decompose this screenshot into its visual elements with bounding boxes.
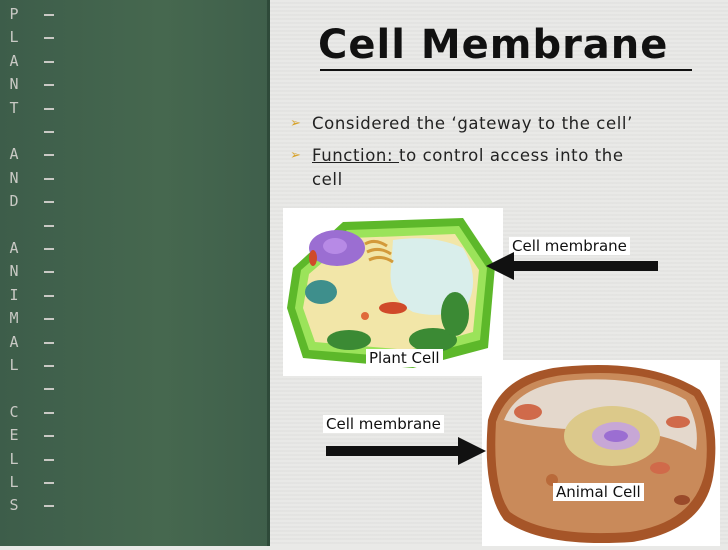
function-label: Function:: [312, 146, 399, 165]
sidebar-dash: [44, 108, 54, 110]
sidebar-letter: A: [6, 240, 22, 256]
sidebar-dash: [44, 505, 54, 507]
sidebar-dash: [44, 178, 54, 180]
sidebar-letter: S: [6, 497, 22, 513]
sidebar-dash: [44, 61, 54, 63]
arrow-right-icon: ➢: [290, 144, 302, 168]
sidebar-letter: A: [6, 146, 22, 162]
animal-membrane-label: Cell membrane: [323, 415, 444, 433]
bullet-2-text-cont: cell: [312, 168, 343, 192]
sidebar-dash: [44, 271, 54, 273]
sidebar-dash: [44, 342, 54, 344]
sidebar-dash: [44, 131, 54, 133]
sidebar-letter: E: [6, 427, 22, 443]
animal-cell-image: [482, 360, 720, 546]
sidebar-letter: A: [6, 334, 22, 350]
sidebar-dash: [44, 459, 54, 461]
sidebar-dash: [44, 318, 54, 320]
sidebar-dash: [44, 388, 54, 390]
sidebar-letter: L: [6, 357, 22, 373]
slide-title: Cell Membrane: [318, 22, 698, 68]
sidebar-dash: [44, 248, 54, 250]
sidebar-dash: [44, 435, 54, 437]
arrow-right-icon: ➢: [290, 112, 302, 136]
sidebar-dash: [44, 84, 54, 86]
animal-cell-label: Animal Cell: [553, 483, 644, 501]
sidebar-letter: L: [6, 29, 22, 45]
sidebar-letter: N: [6, 170, 22, 186]
bullet-2-text: to control access into the: [399, 146, 624, 165]
sidebar-dash: [44, 14, 54, 16]
sidebar-dash: [44, 365, 54, 367]
sidebar-dash: [44, 37, 54, 39]
bullet-1-text: Considered the ‘gateway to the cell’: [312, 112, 633, 136]
sidebar-letter: N: [6, 76, 22, 92]
sidebar-dash: [44, 482, 54, 484]
sidebar-letter: T: [6, 100, 22, 116]
title-underline: [320, 69, 692, 71]
sidebar-letter: D: [6, 193, 22, 209]
sidebar-dash: [44, 295, 54, 297]
sidebar-letter: M: [6, 310, 22, 326]
sidebar-letter: L: [6, 451, 22, 467]
sidebar-dash: [44, 154, 54, 156]
sidebar-letter: P: [6, 6, 22, 22]
sidebar-dash: [44, 201, 54, 203]
animal-membrane-arrow-icon: [324, 433, 488, 469]
sidebar-letter: N: [6, 263, 22, 279]
plant-membrane-arrow-icon: [484, 248, 660, 284]
animal-cell-illustration: [482, 360, 720, 546]
plant-cell-label: Plant Cell: [366, 349, 443, 367]
sidebar-dash: [44, 412, 54, 414]
sidebar-letter: L: [6, 474, 22, 490]
sidebar-letter: I: [6, 287, 22, 303]
sidebar-letter: C: [6, 404, 22, 420]
sidebar-letter: A: [6, 53, 22, 69]
sidebar-dash: [44, 225, 54, 227]
